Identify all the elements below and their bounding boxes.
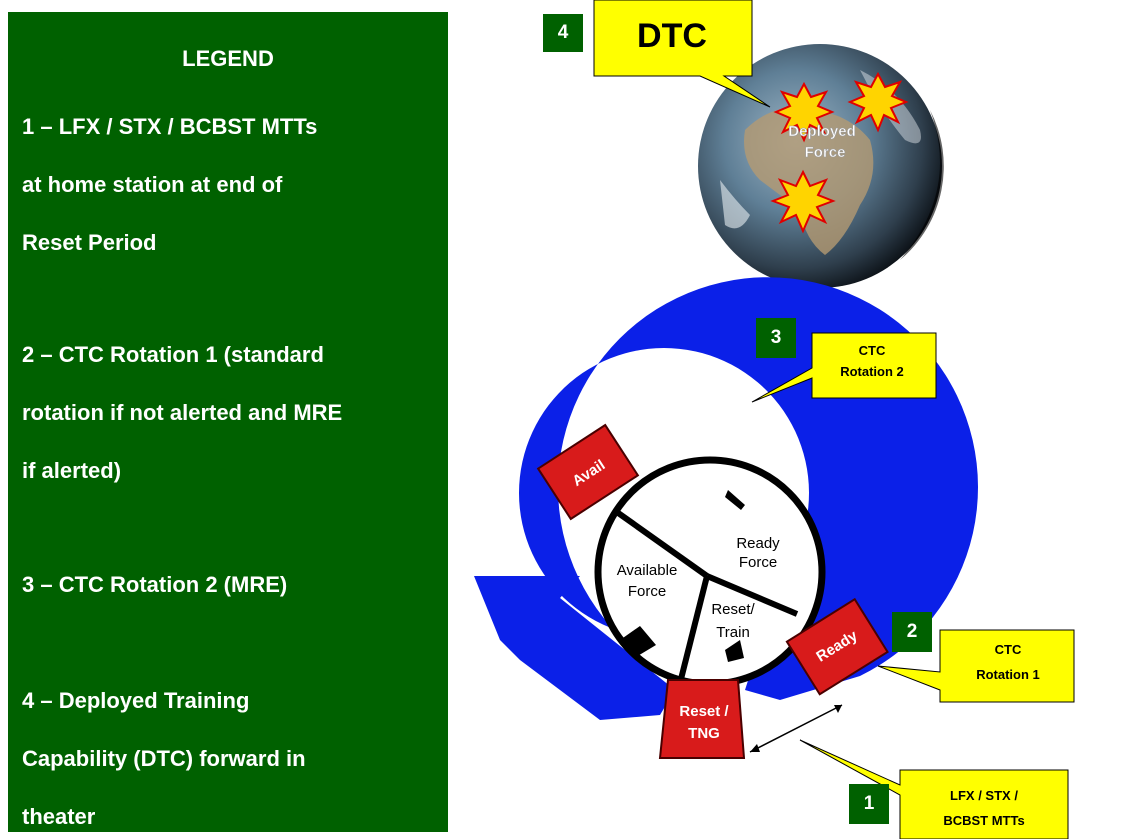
globe-label: Deployed [788, 123, 856, 140]
arrow-icon [725, 490, 745, 510]
cycle-arrow [474, 576, 675, 720]
dtc-callout: DTC [593, 0, 771, 108]
arrow-icon [725, 640, 744, 662]
mtt-callout: LFX / STX / BCBST MTTs [799, 739, 1069, 839]
arrow-icon [834, 705, 842, 713]
legend-line: 2 – CTC Rotation 1 (standard [22, 342, 324, 367]
ctc-rotation-2-label: CTC [859, 343, 886, 358]
explosion-icon [773, 81, 835, 143]
globe-label: Force [805, 144, 846, 161]
ctc-rotation-1-label: CTC [995, 642, 1022, 657]
globe-cloud [720, 180, 750, 229]
stage-avail: Avail [536, 423, 640, 521]
cycle-title: AC [690, 426, 726, 454]
double-arrow [749, 704, 843, 753]
divider [705, 573, 799, 617]
reset-train-label: Reset/ [711, 601, 755, 618]
legend-line: at home station at end of [22, 172, 283, 197]
ctc-rotation-1-label: Rotation 1 [976, 667, 1040, 682]
legend-line: if alerted) [22, 458, 122, 483]
ctc-rotation-2-label: Rotation 2 [840, 364, 904, 379]
ready-force-label: Force [739, 554, 777, 571]
divider [677, 575, 710, 684]
marker-2: 2 [892, 612, 932, 652]
legend-panel: LEGEND 1 – LFX / STX / BCBST MTTs at hom… [8, 12, 448, 832]
dtc-label: DTC [637, 17, 707, 55]
legend-title: LEGEND [182, 46, 274, 71]
stage-reset-label: Reset / [679, 703, 729, 720]
reset-train-label: Train [716, 624, 750, 641]
legend-line: rotation if not alerted and MRE [22, 400, 343, 425]
ready-force-label: Ready [736, 535, 780, 552]
explosion-icon [770, 169, 836, 234]
mtt-label: BCBST MTTs [943, 813, 1024, 828]
arrow-icon [750, 744, 760, 752]
mtt-label: LFX / STX / [950, 788, 1018, 803]
marker-1: 1 [849, 784, 889, 824]
stage-reset-label: TNG [688, 725, 720, 742]
legend-line: Reset Period [22, 230, 157, 255]
legend-line: 3 – CTC Rotation 2 (MRE) [22, 572, 288, 597]
marker-3: 3 [756, 318, 796, 358]
explosion-icon [847, 71, 909, 133]
globe [698, 44, 944, 288]
legend-line: theater [22, 804, 96, 829]
available-force-label: Force [628, 583, 666, 600]
available-force-label: Available [617, 562, 678, 579]
ctc-rotation-2-callout: CTC Rotation 2 [751, 332, 937, 403]
divider [612, 507, 709, 579]
marker-4: 4 [543, 14, 583, 52]
stage-reset: Reset / TNG [658, 679, 746, 759]
globe-shadow [900, 110, 944, 260]
ctc-rotation-1-callout: CTC Rotation 1 [877, 629, 1075, 703]
legend-line: Capability (DTC) forward in [22, 746, 306, 771]
arrow-icon [620, 626, 656, 657]
legend-line: 1 – LFX / STX / BCBST MTTs [22, 114, 318, 139]
legend-line: 4 – Deployed Training [22, 688, 250, 713]
stage-ready: Ready [785, 597, 889, 696]
